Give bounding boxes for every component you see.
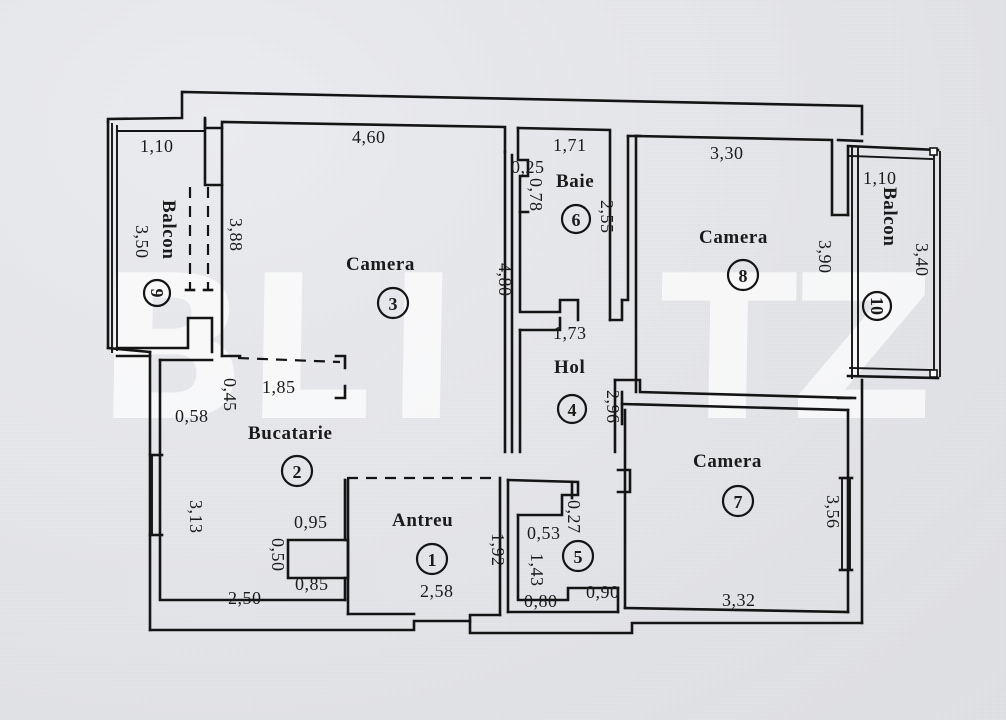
room-number-4: 4 <box>568 400 577 420</box>
dim-2-55: 2,55 <box>597 200 617 234</box>
dim-3-88: 3,88 <box>226 218 246 252</box>
dim-3-90: 3,90 <box>815 240 835 274</box>
dim-0-85: 0,85 <box>295 574 329 594</box>
dim-2-58: 2,58 <box>420 581 454 601</box>
dim-1-10-left: 1,10 <box>140 136 174 156</box>
outer-walls <box>106 90 864 635</box>
room-number-circle-2 <box>280 454 314 488</box>
room-number-5: 5 <box>574 547 583 567</box>
room-hol-4 <box>518 316 857 454</box>
room-number-circle-1 <box>415 542 449 576</box>
dim-2-50: 2,50 <box>228 588 262 608</box>
dim-0-53: 0,53 <box>527 523 561 543</box>
dim-4-60: 4,60 <box>352 127 386 147</box>
dim-0-50: 0,50 <box>268 538 288 572</box>
dim-4-80: 4,80 <box>495 263 515 297</box>
label-baie: Baie <box>556 171 594 192</box>
label-balcon-right: Balcon <box>879 187 900 247</box>
room-number-circle-6 <box>560 203 592 235</box>
room-baie-6 <box>516 126 642 322</box>
room-number-circle-10 <box>861 290 893 322</box>
label-antreu: Antreu <box>392 510 453 531</box>
room-camera-7 <box>616 396 854 614</box>
dim-1-43: 1,43 <box>527 553 547 587</box>
dim-0-80: 0,80 <box>524 591 558 611</box>
room-camera-3 <box>203 116 514 454</box>
room-balcon-10 <box>846 144 941 380</box>
dim-1-85: 1,85 <box>262 377 296 397</box>
dim-3-13: 3,13 <box>186 500 206 534</box>
room-number-circle-7 <box>721 484 755 518</box>
room-5 <box>506 478 620 614</box>
room-number-8: 8 <box>739 266 748 286</box>
room-number-2: 2 <box>293 462 302 482</box>
dim-0-25: 0,25 <box>511 157 545 177</box>
label-camera-3: Camera <box>346 254 415 275</box>
label-balcon-left: Balcon <box>158 200 179 260</box>
label-bucatarie: Bucatarie <box>248 423 333 444</box>
room-number-6: 6 <box>572 210 581 230</box>
room-bucatarie-2 <box>148 358 500 602</box>
room-number-3: 3 <box>389 294 398 314</box>
dim-1-73: 1,73 <box>553 323 587 343</box>
room-number-circle-3 <box>376 286 410 320</box>
room-number-1: 1 <box>428 550 437 570</box>
room-number-circle-4 <box>556 393 588 425</box>
dim-1-92: 1,92 <box>488 533 508 567</box>
room-number-7: 7 <box>734 492 743 512</box>
dim-3-50: 3,50 <box>132 225 152 259</box>
dim-0-90: 0,90 <box>586 582 620 602</box>
dim-3-30: 3,30 <box>710 143 744 163</box>
dim-0-27: 0,27 <box>564 500 584 534</box>
dim-3-32: 3,32 <box>722 590 756 610</box>
dim-1-10-right: 1,10 <box>863 168 897 188</box>
dim-1-71: 1,71 <box>553 135 587 155</box>
dim-0-58: 0,58 <box>175 406 209 426</box>
dim-0-95: 0,95 <box>294 512 328 532</box>
room-number-10: 10 <box>867 297 887 315</box>
dim-3-40: 3,40 <box>912 243 932 277</box>
room-number-circle-9 <box>142 278 172 308</box>
room-camera-8 <box>634 134 864 394</box>
label-camera-7: Camera <box>693 451 762 472</box>
dim-2-96: 2,96 <box>603 390 623 424</box>
label-camera-8: Camera <box>699 227 768 248</box>
room-number-9: 9 <box>147 289 167 298</box>
dim-0-78: 0,78 <box>526 178 546 212</box>
room-number-circle-8 <box>726 258 760 292</box>
room-number-circle-5 <box>561 539 595 573</box>
dim-3-56: 3,56 <box>823 495 843 529</box>
label-hol: Hol <box>554 357 585 378</box>
room-balcon-9 <box>111 118 224 358</box>
dim-0-45: 0,45 <box>220 378 240 412</box>
room-antreu-1 <box>346 476 502 623</box>
